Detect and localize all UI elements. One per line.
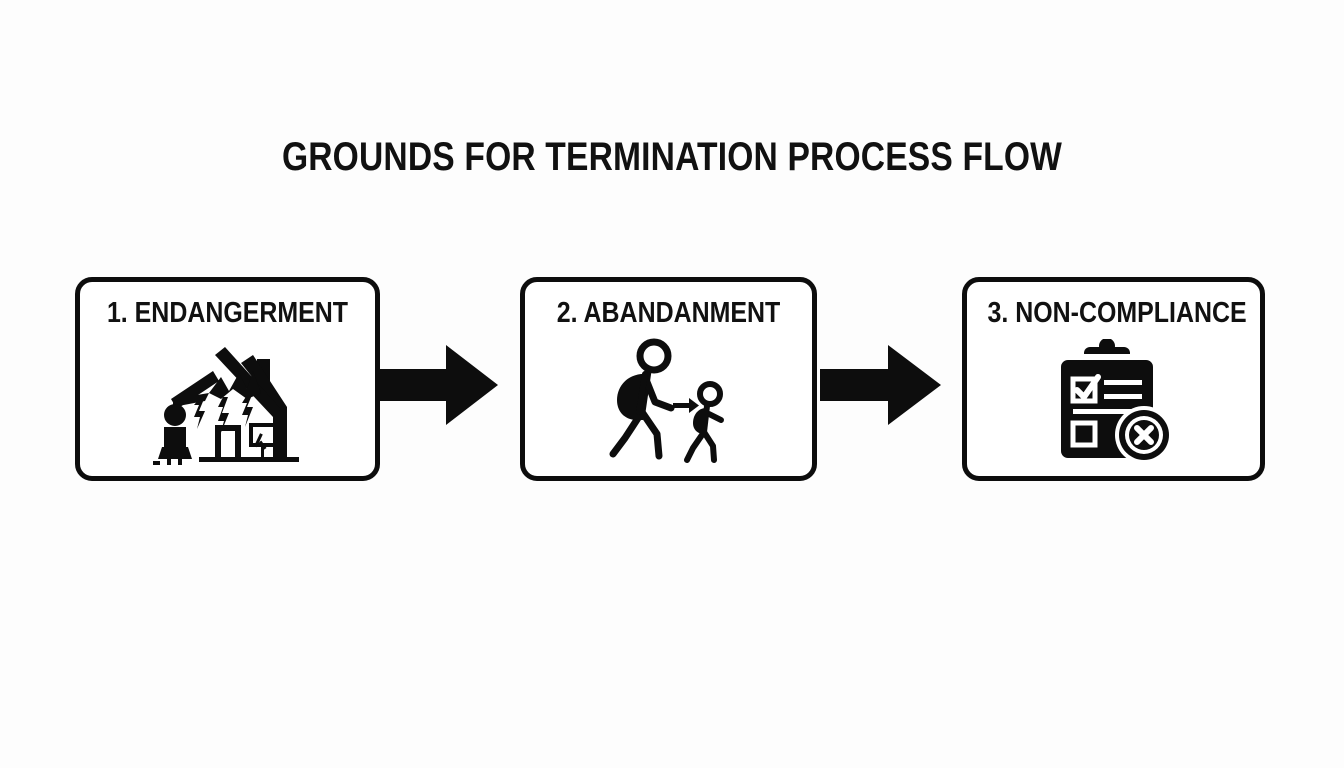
process-step-1[interactable]: 1. ENDANGERMENT [75,277,380,481]
clipboard-checklist-rejected-icon [967,337,1260,468]
adult-walking-away-from-child-icon [525,337,812,468]
process-step-1-label: 1. ENDANGERMENT [106,297,349,329]
process-step-2-label: 2. ABANDANMENT [556,297,781,329]
process-step-3[interactable]: 3. NON-COMPLIANCE [962,277,1265,481]
flow-connector-arrow-2 [820,343,941,427]
page-title: GROUNDS FOR TERMINATION PROCESS FLOW [281,135,1063,179]
flow-connector-arrow-1 [380,343,498,427]
damaged-house-with-child-icon [80,337,375,468]
process-step-3-label: 3. NON-COMPLIANCE [987,297,1247,329]
process-step-2[interactable]: 2. ABANDANMENT [520,277,817,481]
